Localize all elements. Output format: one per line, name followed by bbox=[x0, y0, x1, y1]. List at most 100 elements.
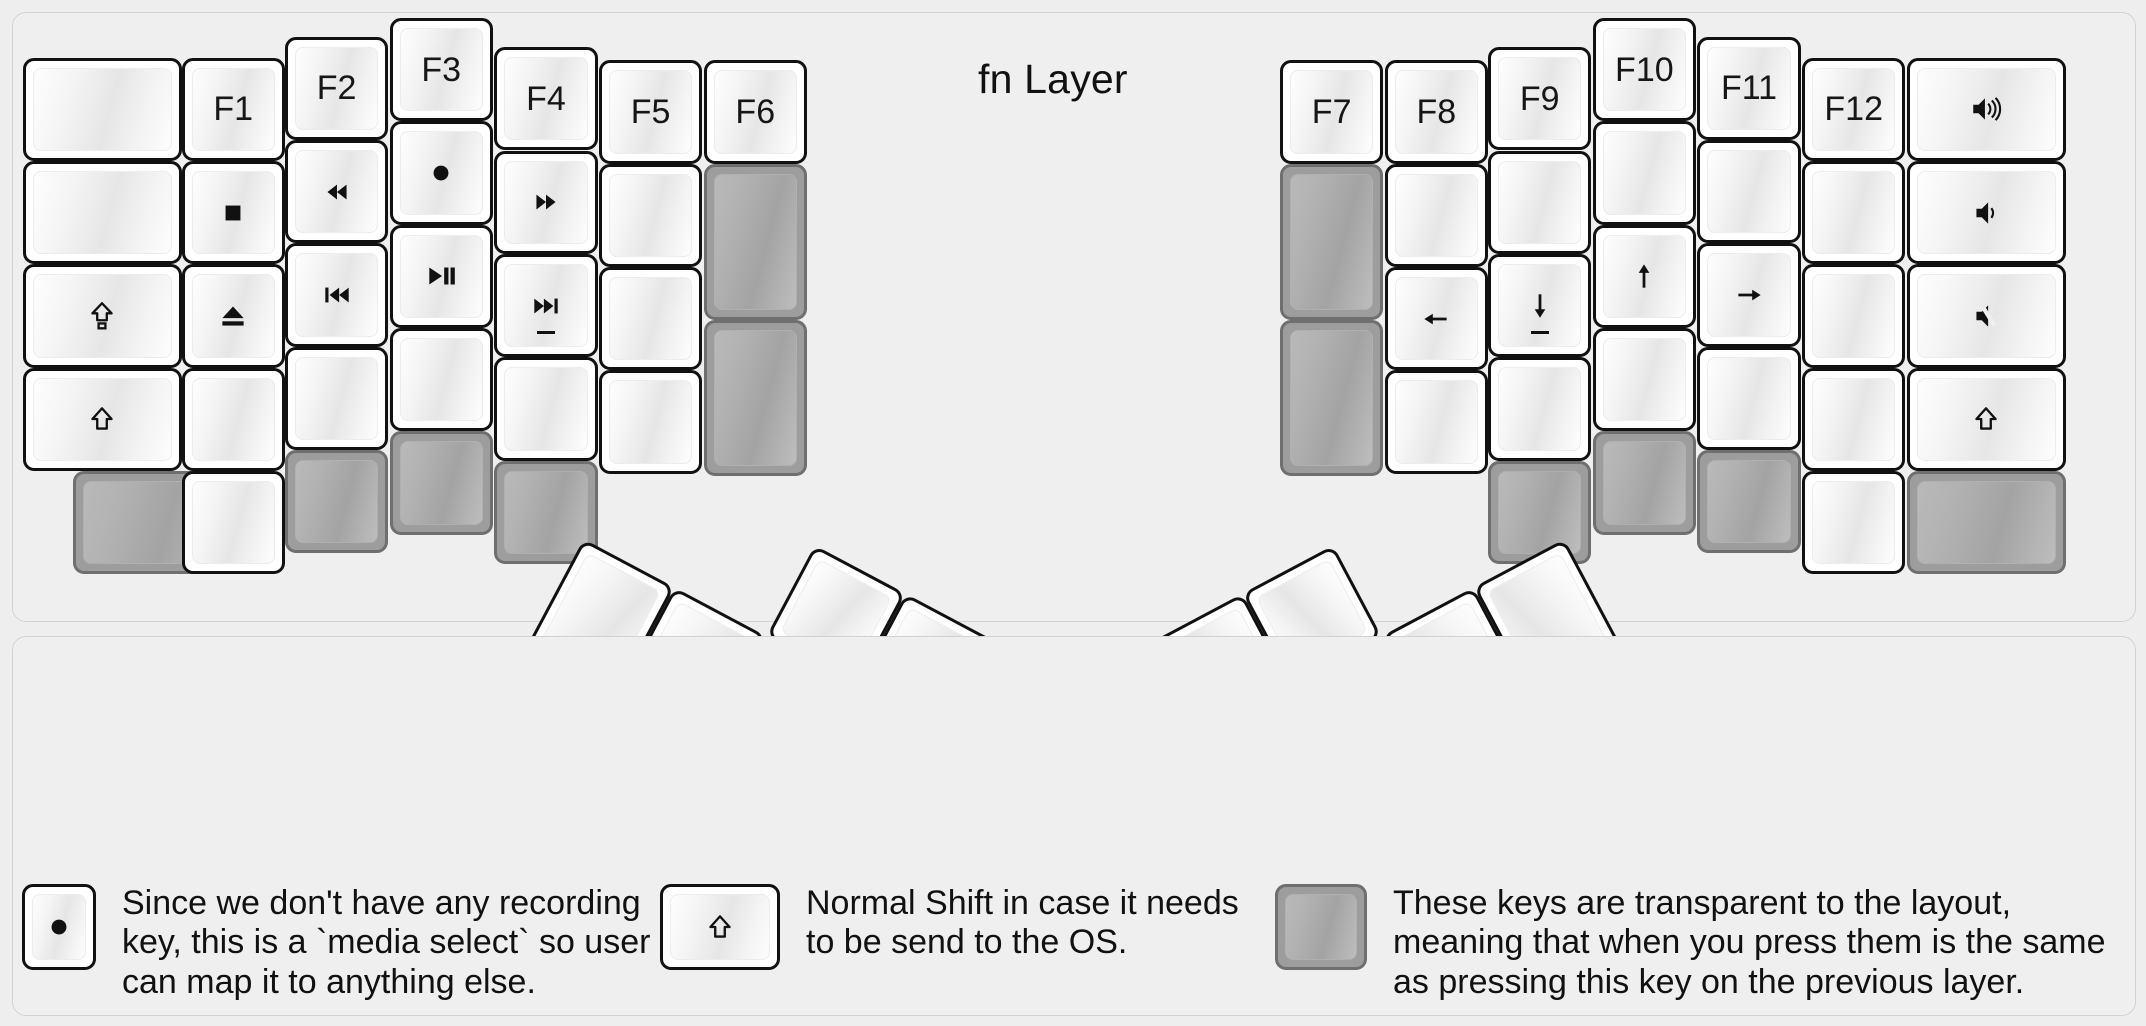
f9-key[interactable]: F9 bbox=[1488, 47, 1592, 151]
f5-key[interactable]: F5 bbox=[598, 60, 703, 164]
legend-transparent-key bbox=[1275, 884, 1367, 970]
blank-key[interactable] bbox=[22, 161, 182, 265]
volume-down-icon[interactable] bbox=[1906, 161, 2066, 265]
blank-key[interactable] bbox=[22, 57, 182, 162]
media-record-icon[interactable] bbox=[389, 121, 493, 225]
keycap-surface bbox=[504, 160, 588, 244]
f12-key[interactable]: F12 bbox=[1802, 57, 1906, 162]
transparent-key[interactable] bbox=[703, 320, 807, 477]
media-previous-track-icon[interactable] bbox=[284, 243, 389, 347]
f3-key[interactable]: F3 bbox=[389, 18, 493, 122]
keycap-surface bbox=[399, 131, 483, 215]
transparent-key[interactable] bbox=[389, 431, 493, 535]
blank-key[interactable] bbox=[1802, 471, 1906, 575]
keycap-surface bbox=[1394, 380, 1478, 464]
blank-key[interactable] bbox=[1488, 357, 1592, 461]
blank-key[interactable] bbox=[389, 328, 493, 432]
keycap-surface bbox=[294, 459, 379, 544]
keycap-surface bbox=[1289, 70, 1374, 154]
blank-key[interactable] bbox=[284, 346, 389, 450]
volume-up-icon[interactable] bbox=[1906, 57, 2066, 162]
keycap-surface bbox=[1916, 377, 2056, 462]
legend-panel bbox=[12, 636, 2136, 1016]
key-sublegend-underline bbox=[536, 331, 555, 335]
blank-key[interactable] bbox=[1697, 139, 1801, 244]
media-play-pause-icon[interactable] bbox=[389, 224, 493, 329]
media-stop-icon[interactable] bbox=[181, 161, 285, 265]
media-fast-forward-icon[interactable] bbox=[494, 150, 598, 254]
keycap-surface bbox=[32, 377, 172, 462]
f6-key[interactable]: F6 bbox=[703, 60, 807, 164]
keycap-surface bbox=[1812, 274, 1896, 358]
blank-key[interactable] bbox=[1802, 367, 1906, 472]
keycap-surface bbox=[713, 173, 797, 311]
transparent-key[interactable] bbox=[703, 163, 807, 321]
f10-key[interactable]: F10 bbox=[1592, 18, 1697, 122]
blank-key[interactable] bbox=[1488, 150, 1592, 254]
shift-icon[interactable] bbox=[1906, 367, 2066, 472]
transparent-key[interactable] bbox=[1906, 471, 2066, 575]
keycap-surface bbox=[713, 70, 797, 154]
blank-key[interactable] bbox=[181, 367, 285, 472]
arrow-right-icon[interactable] bbox=[1697, 243, 1801, 347]
f2-key[interactable]: F2 bbox=[284, 36, 389, 140]
blank-key[interactable] bbox=[1802, 161, 1906, 265]
media-rewind-icon[interactable] bbox=[284, 139, 389, 244]
transparent-key[interactable] bbox=[284, 449, 389, 554]
keycap-surface bbox=[32, 274, 172, 358]
transparent-key[interactable] bbox=[1279, 320, 1384, 477]
keycap-surface bbox=[399, 234, 483, 319]
blank-key[interactable] bbox=[1802, 264, 1906, 368]
keycap-surface bbox=[1707, 356, 1791, 440]
arrow-up-icon[interactable] bbox=[1592, 224, 1697, 329]
volume-mute-icon[interactable] bbox=[1906, 264, 2066, 368]
keycap-surface bbox=[608, 277, 693, 361]
arrow-down-icon[interactable] bbox=[1488, 253, 1592, 358]
arrow-left-icon[interactable] bbox=[1384, 267, 1488, 371]
shift-lock-icon[interactable] bbox=[22, 264, 182, 368]
blank-key[interactable] bbox=[1592, 328, 1697, 432]
keycap-surface bbox=[1916, 274, 2056, 358]
keycap-surface bbox=[1916, 481, 2056, 565]
media-next-track-icon[interactable] bbox=[494, 253, 598, 358]
blank-key[interactable] bbox=[598, 267, 703, 371]
legend-description: Since we don't have any recording key, t… bbox=[122, 884, 651, 1001]
f8-key[interactable]: F8 bbox=[1384, 60, 1488, 164]
keycap-surface bbox=[399, 338, 483, 422]
legend-item: These keys are transparent to the layout… bbox=[1275, 884, 2106, 1002]
transparent-key[interactable] bbox=[1488, 460, 1592, 564]
blank-key[interactable] bbox=[1384, 163, 1488, 268]
keycap-surface bbox=[1707, 253, 1791, 337]
blank-key[interactable] bbox=[181, 471, 285, 575]
keycap-surface bbox=[1602, 234, 1687, 319]
f11-key[interactable]: F11 bbox=[1697, 36, 1801, 140]
blank-key[interactable] bbox=[1384, 370, 1488, 474]
shift-icon[interactable] bbox=[22, 367, 182, 472]
transparent-key[interactable] bbox=[1279, 163, 1384, 321]
keycap-surface bbox=[1602, 441, 1687, 525]
keycap-surface bbox=[713, 330, 797, 467]
keycap-surface bbox=[1289, 330, 1374, 467]
keycap-surface bbox=[608, 173, 693, 258]
f1-key[interactable]: F1 bbox=[181, 57, 285, 162]
keycap-surface bbox=[1394, 70, 1478, 154]
keycap-surface bbox=[1498, 367, 1582, 451]
blank-key[interactable] bbox=[494, 357, 598, 461]
keycap-surface bbox=[1498, 57, 1582, 141]
key-sublegend-underline bbox=[1530, 331, 1549, 335]
transparent-key[interactable] bbox=[1592, 431, 1697, 535]
blank-key[interactable] bbox=[598, 370, 703, 474]
media-eject-icon[interactable] bbox=[181, 264, 285, 368]
keycap-surface bbox=[1916, 171, 2056, 255]
blank-key[interactable] bbox=[1697, 346, 1801, 450]
blank-key[interactable] bbox=[598, 163, 703, 268]
blank-key[interactable] bbox=[1592, 121, 1697, 225]
keycap-surface bbox=[1285, 894, 1357, 960]
transparent-key[interactable] bbox=[1697, 449, 1801, 554]
keycap-surface bbox=[32, 171, 172, 255]
f4-key[interactable]: F4 bbox=[494, 47, 598, 151]
f7-key[interactable]: F7 bbox=[1279, 60, 1384, 164]
keycap-surface bbox=[1812, 481, 1896, 565]
keycap-surface bbox=[294, 253, 379, 337]
